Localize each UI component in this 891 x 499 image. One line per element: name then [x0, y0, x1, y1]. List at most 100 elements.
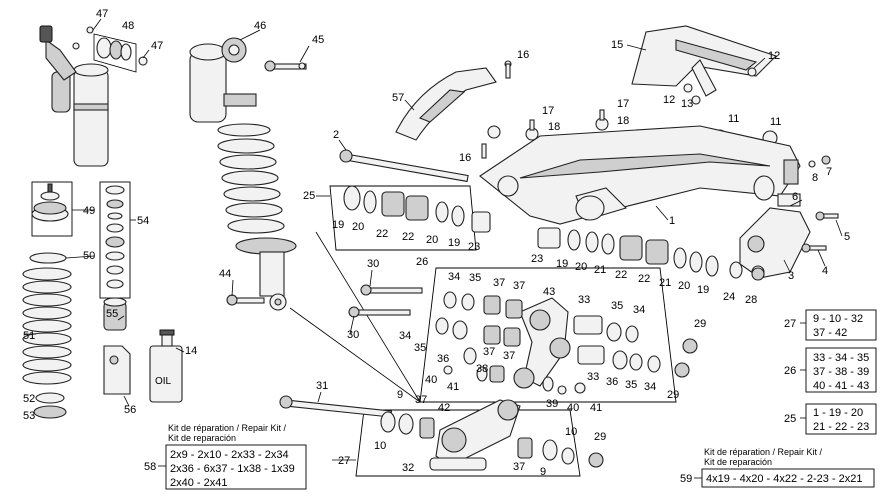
bolt-45: [264, 60, 307, 72]
callout-7: 7: [826, 166, 832, 178]
callout-16: 16: [517, 49, 529, 61]
legend-26-line-2: 37 - 38 - 39: [813, 366, 869, 378]
legend-27-line-1: 9 - 10 - 32: [813, 313, 863, 325]
legend-26-line-1: 33 - 34 - 35: [813, 352, 869, 364]
legend-25-number: 25: [784, 413, 796, 425]
legend-25-line-1: 1 - 19 - 20: [813, 407, 863, 419]
repair-kit-59: Kit de réparation / Repair Kit / Kit de …: [680, 447, 875, 488]
callout-41: 41: [447, 381, 459, 393]
callout-8: 8: [812, 172, 818, 184]
callout-31: 31: [316, 380, 328, 392]
spring-preload-49: [31, 181, 73, 237]
callout-30: 30: [347, 329, 359, 341]
callout-20: 20: [352, 221, 364, 233]
callout-30: 30: [367, 258, 379, 270]
reservoir-assembly: [39, 25, 109, 167]
callout-49: 49: [83, 205, 95, 217]
callout-20: 20: [426, 234, 438, 246]
callout-35: 35: [625, 379, 637, 391]
legend-25-line-2: 21 - 22 - 23: [813, 421, 869, 433]
clevis-56: [103, 345, 131, 395]
spring-51: [22, 267, 72, 385]
oil-bottle-14: OIL: [149, 329, 183, 403]
callout-2: 2: [333, 129, 339, 141]
callout-21: 21: [594, 264, 606, 276]
callout-11: 11: [728, 113, 739, 125]
callout-33: 33: [578, 294, 590, 306]
callout-40: 40: [425, 374, 437, 386]
bearings-group-25: [343, 185, 491, 233]
callout-39: 39: [546, 398, 558, 410]
callout-labels: 47 48 47 46 45 16 15 12 12 13 57 17 18 1…: [23, 8, 850, 478]
callout-42: 42: [438, 402, 450, 414]
linkage-rocker-43: [513, 297, 571, 389]
callout-37: 37: [483, 346, 495, 358]
legend-26-line-3: 40 - 41 - 43: [813, 380, 869, 392]
callout-26: 26: [416, 256, 428, 268]
callout-10: 10: [374, 440, 386, 452]
kit-59-title-1: Kit de réparation / Repair Kit /: [704, 447, 823, 457]
kit-58-title-1: Kit de réparation / Repair Kit /: [168, 423, 287, 433]
bearings-27: [380, 411, 575, 471]
callout-16: 16: [459, 152, 471, 164]
spring-retainer-52-53: [33, 392, 67, 419]
kit-58-line-1: 2x9 - 2x10 - 2x33 - 2x34: [170, 449, 289, 461]
callout-22: 22: [615, 269, 627, 281]
pivot-shaft-2: [339, 149, 469, 183]
kit-58-number: 58: [144, 461, 156, 473]
callout-23: 23: [531, 253, 543, 265]
reservoir-cap-48: [86, 26, 148, 66]
callout-34: 34: [448, 271, 460, 283]
callout-57: 57: [392, 92, 404, 104]
callout-36: 36: [606, 376, 618, 388]
callout-20: 20: [575, 261, 587, 273]
legend-group-27: 27 9 - 10 - 32 37 - 42: [784, 309, 877, 341]
dogbone-42: [435, 399, 521, 467]
callout-37: 37: [493, 277, 505, 289]
callout-35: 35: [611, 300, 623, 312]
callout-52: 52: [23, 393, 35, 405]
callout-22: 22: [376, 228, 388, 240]
callout-24: 24: [723, 291, 735, 303]
callout-22: 22: [402, 231, 414, 243]
callout-6: 6: [792, 191, 798, 203]
bolt-44: [226, 294, 265, 306]
callout-55: 55: [106, 308, 118, 320]
callout-46: 46: [254, 20, 266, 32]
kit-58-line-2: 2x36 - 6x37 - 1x38 - 1x39: [170, 463, 295, 475]
callout-19: 19: [556, 258, 568, 270]
callout-47: 47: [96, 8, 108, 20]
callout-27: 27: [338, 455, 350, 467]
callout-35: 35: [469, 272, 481, 284]
callout-37: 37: [513, 280, 525, 292]
callout-44: 44: [219, 268, 231, 280]
callout-37: 37: [513, 461, 525, 473]
group-frame-26: [419, 267, 677, 403]
linkage-bearings-26: [435, 291, 661, 395]
callout-29: 29: [694, 318, 706, 330]
callout-53: 53: [23, 410, 35, 422]
callout-40: 40: [567, 402, 579, 414]
legend-27-number: 27: [784, 318, 796, 330]
callout-10: 10: [565, 426, 577, 438]
callout-51: 51: [23, 330, 35, 342]
callout-12: 12: [663, 94, 675, 106]
brake-bracket-3: [739, 193, 811, 279]
shock-absorber-46: [189, 37, 297, 311]
callout-14: 14: [185, 345, 197, 357]
callout-13: 13: [681, 98, 693, 110]
callout-37: 37: [415, 394, 427, 406]
kit-59-number: 59: [680, 473, 692, 485]
callout-43: 43: [543, 286, 555, 298]
callout-5: 5: [844, 231, 850, 243]
seal-kit-54: [99, 181, 131, 299]
callout-29: 29: [594, 431, 606, 443]
legend-group-26: 26 33 - 34 - 35 37 - 38 - 39 40 - 41 - 4…: [784, 347, 877, 393]
oil-label: OIL: [155, 376, 172, 387]
callout-35: 35: [414, 342, 426, 354]
bearings-right-19-23: [537, 227, 765, 281]
group-frame-25: [329, 185, 477, 251]
callout-9: 9: [397, 389, 403, 401]
